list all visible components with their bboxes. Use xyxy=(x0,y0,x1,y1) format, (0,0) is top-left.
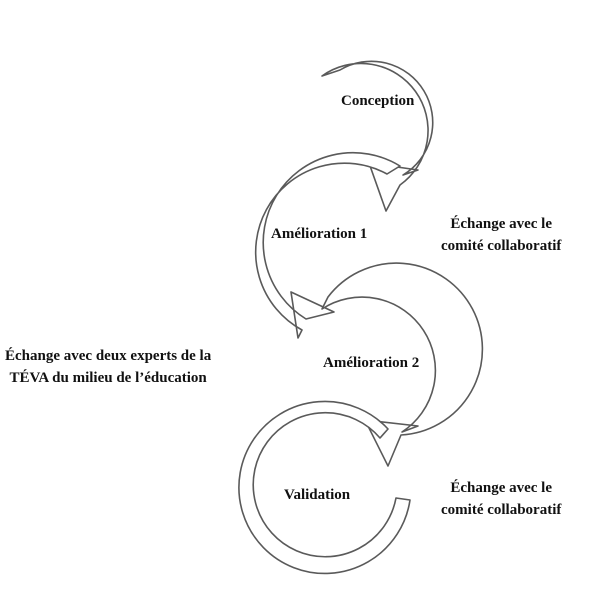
stage-label-conception: Conception xyxy=(341,93,415,109)
note-exchange-committee-2: Échange avec le comité collaboratif xyxy=(441,477,561,521)
stage-label-amelioration-2: Amélioration 2 xyxy=(323,355,420,371)
note-exchange-experts: Échange avec deux experts de la TÉVA du … xyxy=(5,345,211,389)
note-line: comité collaboratif xyxy=(441,502,562,518)
amelioration-2-cycle-arrow xyxy=(321,262,484,467)
amelioration-1-cycle-arrow xyxy=(254,151,401,339)
note-line: Échange avec le xyxy=(450,480,553,496)
note-exchange-committee-1: Échange avec le comité collaboratif xyxy=(441,213,561,257)
stage-label-validation: Validation xyxy=(284,487,351,503)
note-line: Échange avec deux experts de la xyxy=(5,348,212,364)
conception-cycle-arrow xyxy=(321,60,434,212)
stage-label-amelioration-1: Amélioration 1 xyxy=(271,226,368,242)
note-line: TÉVA du milieu de l’éducation xyxy=(9,370,207,386)
note-line: comité collaboratif xyxy=(441,238,562,254)
validation-cycle-arrow xyxy=(238,400,411,575)
note-line: Échange avec le xyxy=(450,216,553,232)
